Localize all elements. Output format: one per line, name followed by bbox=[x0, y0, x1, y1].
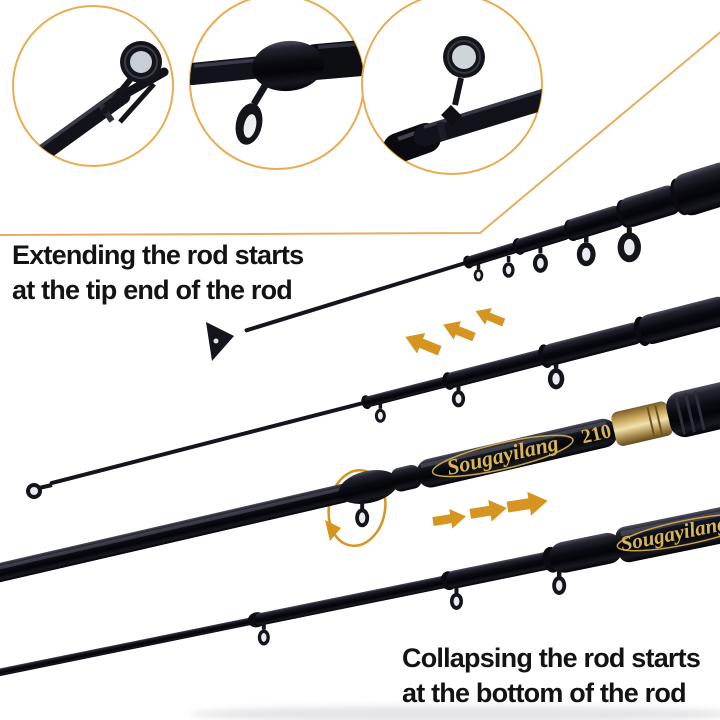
collapse-arrows bbox=[431, 488, 550, 532]
rod-shadow bbox=[190, 706, 720, 720]
ring-guide bbox=[374, 403, 386, 423]
twist-joint bbox=[338, 469, 398, 504]
guide-frame-wire bbox=[118, 82, 156, 124]
ring-guide bbox=[547, 363, 565, 390]
rotate-hint-arrowhead bbox=[325, 520, 341, 541]
callout-circle-joint bbox=[189, 0, 365, 170]
callout-circle-guide-on-rod bbox=[361, 0, 543, 175]
rod-collapsed-bottom: Sougayilang bbox=[0, 504, 720, 677]
guide-strut bbox=[250, 82, 270, 106]
guide-photo bbox=[383, 36, 542, 163]
extend-arrows bbox=[401, 302, 508, 361]
arrow-icon bbox=[439, 315, 478, 347]
arrow-icon bbox=[431, 506, 468, 532]
arrow-icon bbox=[472, 302, 508, 331]
ring-guide bbox=[355, 502, 370, 528]
ring-guide bbox=[617, 227, 641, 263]
guide-strut bbox=[452, 77, 464, 106]
rod-extended-handle: Sougayilang 210 bbox=[0, 376, 720, 583]
callout-circle-tip-guide bbox=[12, 5, 174, 167]
extend-caption-line1: Extending the rod starts bbox=[12, 240, 304, 270]
collapse-caption-line2: at the bottom of the rod bbox=[402, 677, 687, 708]
ring-guide bbox=[532, 247, 548, 273]
ring-guide bbox=[449, 587, 463, 610]
brand-cartouche bbox=[431, 434, 574, 478]
rod-collapsed-top bbox=[206, 162, 720, 361]
ring-guide bbox=[576, 236, 596, 267]
ring-guide bbox=[502, 256, 515, 278]
brand-label-210-rod: Sougayilang bbox=[444, 430, 560, 480]
joint-bulge bbox=[252, 40, 324, 92]
arrow-icon bbox=[505, 488, 550, 520]
ring-guide bbox=[451, 385, 466, 408]
joint-photo bbox=[190, 39, 364, 145]
rod-partially-extended bbox=[26, 296, 720, 499]
brass-band bbox=[611, 401, 673, 446]
extend-caption: Extending the rod starts at the tip end … bbox=[12, 238, 304, 307]
arrow-icon bbox=[401, 326, 444, 361]
collapse-caption: Collapsing the rod starts at the bottom … bbox=[402, 641, 701, 710]
brand-cartouche bbox=[616, 513, 720, 552]
ring-guide bbox=[552, 570, 567, 595]
collapse-caption-line1: Collapsing the rod starts bbox=[402, 643, 701, 673]
guide-frame-wire bbox=[100, 73, 137, 115]
callout-leader-line bbox=[0, 31, 720, 236]
ring-guide bbox=[257, 623, 270, 646]
extend-caption-line2: at the tip end of the rod bbox=[12, 274, 293, 305]
ring-guide bbox=[473, 264, 484, 282]
arrow-icon bbox=[468, 497, 509, 525]
